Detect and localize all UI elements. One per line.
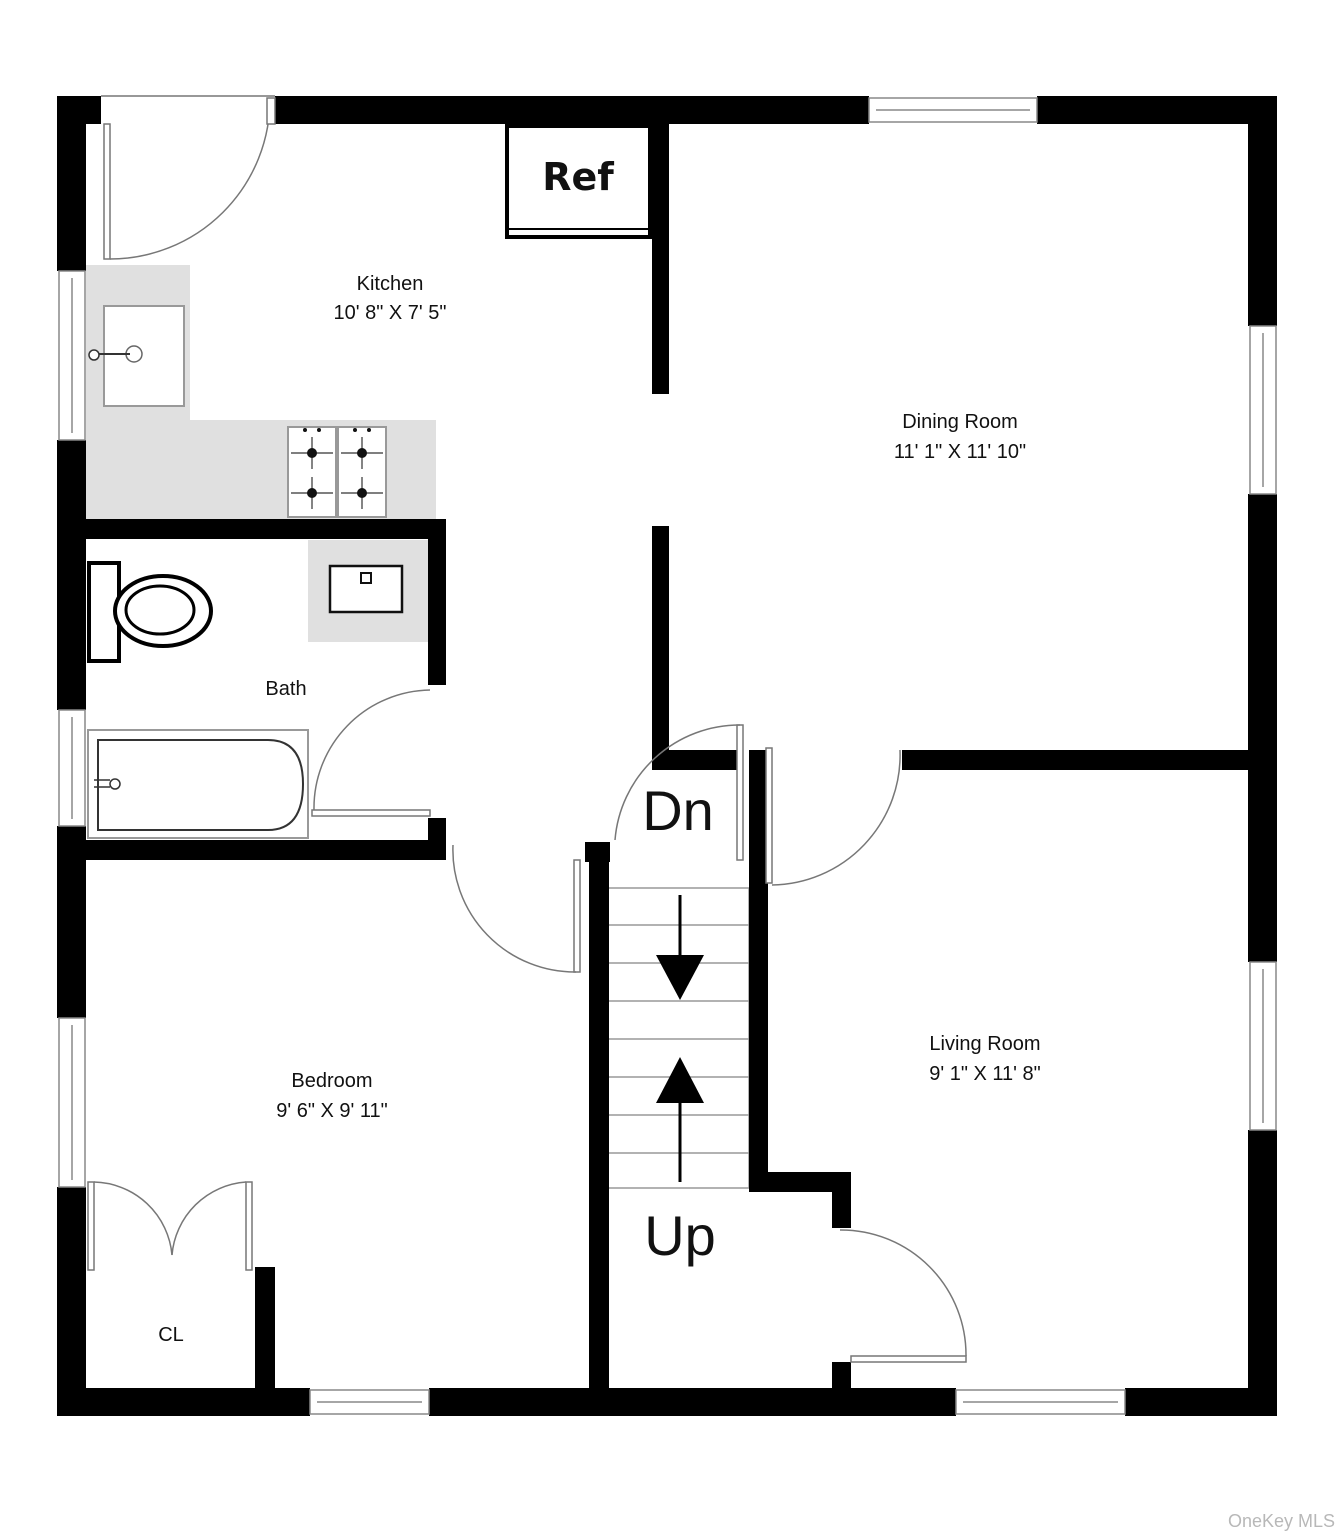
living-room-dimensions: 9' 1" X 11' 8" <box>929 1063 1041 1085</box>
stair-arrow-down <box>656 895 704 1000</box>
kitchen-label: Kitchen <box>357 273 424 295</box>
staircase <box>606 887 750 1189</box>
bedroom-label: Bedroom <box>291 1070 372 1092</box>
dining-room-label: Dining Room <box>902 411 1018 433</box>
watermark: OneKey MLS <box>1227 1511 1335 1531</box>
dining-room-dimensions: 11' 1" X 11' 10" <box>894 441 1026 463</box>
windows <box>58 97 1277 1415</box>
closet-label: CL <box>158 1324 184 1346</box>
bathtub <box>87 729 309 839</box>
refrigerator: Ref <box>505 124 652 239</box>
bath-label: Bath <box>265 678 306 700</box>
kitchen-dimensions: 10' 8" X 7' 5" <box>333 302 446 324</box>
stair-arrow-up <box>656 1057 704 1182</box>
stairs-down-label: Dn <box>642 779 714 842</box>
walls <box>57 96 1277 1416</box>
refrigerator-label: Ref <box>542 155 614 199</box>
bedroom-dimensions: 9' 6" X 9' 11" <box>276 1100 388 1122</box>
doors <box>87 95 967 1363</box>
toilet <box>87 561 213 663</box>
living-room-label: Living Room <box>929 1033 1040 1055</box>
stairs-up-label: Up <box>644 1204 716 1267</box>
stove <box>287 426 387 518</box>
bath-vanity <box>308 540 430 642</box>
kitchen-sink <box>88 305 185 407</box>
